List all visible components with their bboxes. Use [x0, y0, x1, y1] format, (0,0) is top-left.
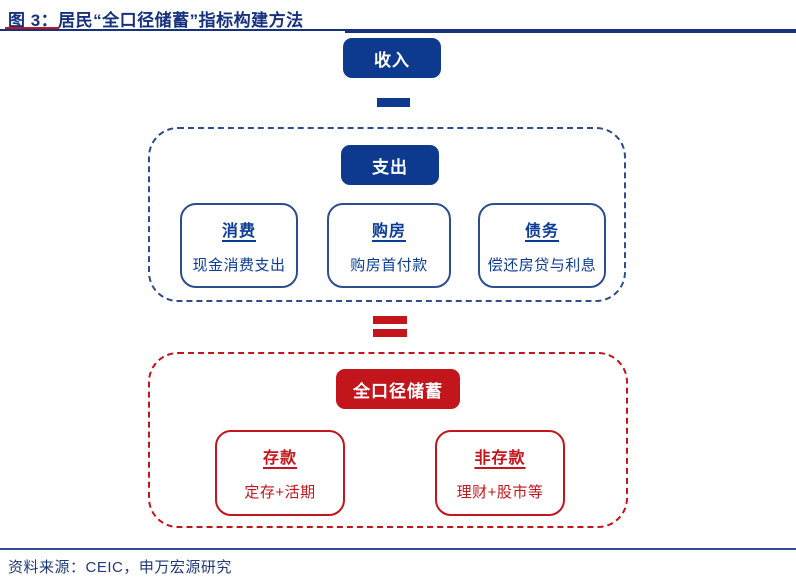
equals-bar-bottom — [373, 329, 407, 337]
figure-title: 图 3：居民“全口径储蓄”指标构建方法 — [8, 11, 304, 30]
card-debt: 债务 偿还房贷与利息 — [478, 203, 606, 288]
expenditure-node: 支出 — [341, 145, 439, 185]
card-non-deposits-desc: 理财+股市等 — [456, 484, 544, 501]
card-debt-desc: 偿还房贷与利息 — [487, 256, 597, 274]
title-red-underline — [5, 27, 59, 29]
savings-group — [148, 352, 628, 528]
card-consumption-desc: 现金消费支出 — [192, 256, 286, 274]
card-deposits-title: 存款 — [262, 450, 297, 467]
card-non-deposits: 非存款 理财+股市等 — [435, 430, 565, 516]
card-consumption: 消费 现金消费支出 — [180, 203, 298, 288]
card-housing: 购房 购房首付款 — [327, 203, 451, 288]
minus-icon — [377, 98, 410, 107]
title-rule-thick-segment — [345, 29, 796, 33]
card-housing-desc: 购房首付款 — [350, 256, 428, 274]
source-text: 资料来源：CEIC，申万宏源研究 — [8, 559, 232, 576]
savings-node: 全口径储蓄 — [336, 369, 460, 409]
equals-bar-top — [373, 316, 407, 324]
expenditure-group — [148, 127, 626, 302]
card-consumption-title: 消费 — [221, 222, 256, 240]
card-debt-title: 债务 — [524, 222, 559, 240]
card-housing-title: 购房 — [371, 222, 406, 240]
footer-rule — [0, 548, 796, 550]
card-deposits-desc: 定存+活期 — [244, 484, 316, 501]
card-deposits: 存款 定存+活期 — [215, 430, 345, 516]
card-non-deposits-title: 非存款 — [474, 450, 526, 467]
equals-icon — [373, 316, 407, 337]
income-node: 收入 — [343, 38, 441, 78]
